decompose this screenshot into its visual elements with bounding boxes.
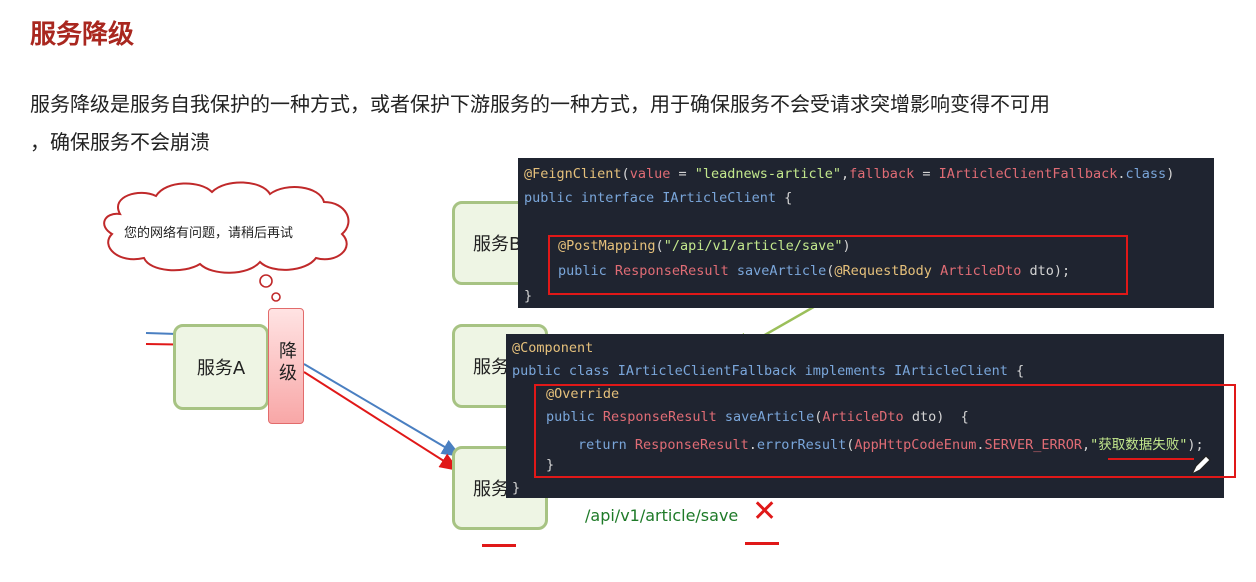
description-line-2: ，确保服务不会崩溃 — [30, 130, 210, 154]
code-line: } — [546, 457, 555, 473]
slide-title: 服务降级 — [30, 20, 135, 50]
code-line: public ResponseResult saveArticle(@Reque… — [558, 263, 1071, 279]
description-line-1: 服务降级是服务自我保护的一种方式，或者保护下游服务的一种方式，用于确保服务不会受… — [30, 92, 1050, 116]
degrade-label: 降级 — [276, 341, 297, 385]
red-arrow — [303, 371, 460, 472]
thought-bubble-small — [271, 292, 281, 302]
service-a-box: 服务A — [173, 324, 269, 410]
pen-cursor-icon — [1190, 455, 1211, 476]
thought-bubble-large — [259, 274, 273, 288]
code-line: return ResponseResult.errorResult(AppHtt… — [578, 437, 1204, 453]
code-line: @PostMapping("/api/v1/article/save") — [558, 238, 851, 254]
code-line: public interface IArticleClient { — [524, 190, 793, 206]
service-top-label: 服务B — [473, 234, 522, 255]
api-path-label: /api/v1/article/save — [585, 506, 739, 525]
override-highlight — [534, 384, 1236, 478]
cloud-message: 您的网络有问题，请稍后再试 — [124, 226, 294, 241]
degrade-box: 降级 — [268, 308, 304, 424]
underline-mark-left — [482, 544, 516, 547]
code-line: } — [524, 288, 533, 304]
code-line: @FeignClient(value = "leadnews-article",… — [524, 166, 1175, 182]
fail-x-icon: ✕ — [752, 494, 778, 529]
feign-client-code-block: @FeignClient(value = "leadnews-article",… — [518, 158, 1214, 308]
cloud-shape — [103, 181, 350, 274]
code-line: public class IArticleClientFallback impl… — [512, 363, 1025, 379]
error-text-underline — [1108, 458, 1194, 460]
underline-mark-right — [745, 542, 779, 545]
post-mapping-highlight — [548, 235, 1128, 295]
code-line: } — [512, 480, 521, 496]
service-mid-label: 服务 — [473, 357, 509, 378]
code-line: public ResponseResult saveArticle(Articl… — [546, 409, 969, 425]
service-a-label: 服务A — [196, 358, 246, 379]
code-line: @Component — [512, 340, 594, 356]
fallback-code-block: @Component public class IArticleClientFa… — [506, 334, 1224, 498]
code-line: @Override — [546, 386, 620, 402]
blue-arrow — [303, 363, 462, 458]
service-bottom-label: 服务 — [473, 479, 509, 500]
